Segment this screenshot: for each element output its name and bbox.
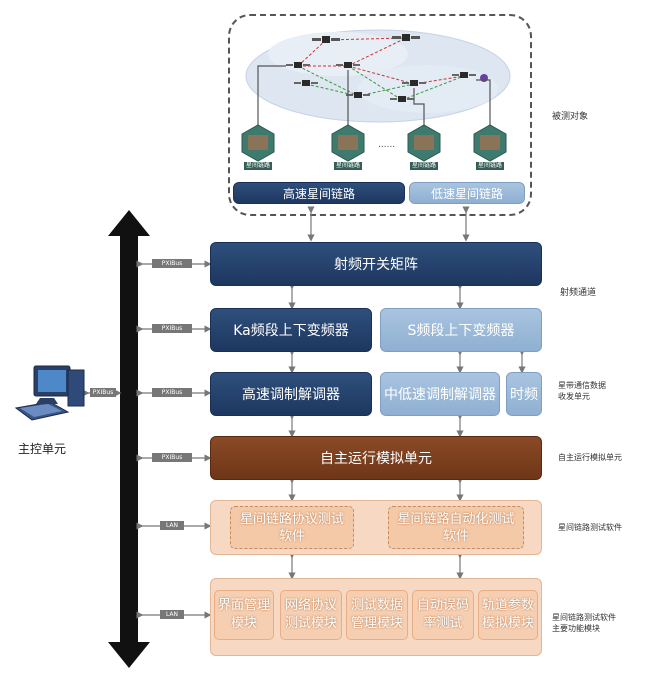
bus-tag: LAN xyxy=(160,610,184,619)
bit-error-rate-module: 自动误码 率测试 xyxy=(412,590,474,640)
satellite-label: 星间链路 xyxy=(334,162,362,170)
protocol-test-software: 星间链路协议测试 软件 xyxy=(230,506,354,549)
satellite-icon xyxy=(346,92,370,98)
network-protocol-module: 网络协议 测试模块 xyxy=(280,590,342,640)
satellite-network-diagram xyxy=(241,29,511,162)
bus-tag: LAN xyxy=(160,521,184,530)
automation-test-software: 星间链路自动化测试 软件 xyxy=(388,506,524,549)
satellite-label: 星间链路 xyxy=(244,162,272,170)
observed-object-label: 被测对象 xyxy=(552,112,589,122)
satellite-label: 星间链路 xyxy=(476,162,504,170)
satellite-icon xyxy=(294,80,318,86)
satellite-label: 星间链路 xyxy=(410,162,438,170)
rf-switch-matrix: 射频开关矩阵 xyxy=(210,242,542,286)
high-speed-link-bar: 高速星间链路 xyxy=(233,182,405,204)
autonomous-simulation-unit: 自主运行模拟单元 xyxy=(210,436,542,480)
low-speed-link-bar: 低速星间链路 xyxy=(409,182,525,204)
autonomous-label: 自主运行模拟单元 xyxy=(558,453,622,462)
bus-tag: PXIBus xyxy=(152,388,192,397)
payload-hexagon-icon xyxy=(407,124,441,162)
bus-tag: PXIBus xyxy=(152,453,192,462)
satellite-icon xyxy=(392,34,420,41)
payload-hexagon-icon xyxy=(241,124,275,162)
ui-management-module: 界面管理 模块 xyxy=(214,590,274,640)
orbit-parameter-module: 轨道参数 模拟模块 xyxy=(478,590,538,640)
main-control-label: 主控单元 xyxy=(18,442,67,456)
satellite-icon xyxy=(402,80,426,86)
clock-unit: 时频 xyxy=(506,372,542,416)
rf-channel-label: 射频通道 xyxy=(560,288,597,298)
medium-low-speed-modem: 中低速调制解调器 xyxy=(380,372,500,416)
baseband-label: 星带通信数据 收发单元 xyxy=(558,381,606,401)
bus-double-arrow xyxy=(108,210,150,668)
bus-tag: PXIBus xyxy=(152,259,192,268)
test-data-module: 测试数据 管理模块 xyxy=(346,590,408,640)
bus-tag: PXIBus xyxy=(152,324,192,333)
ellipsis: ...... xyxy=(378,140,396,150)
satellite-icon xyxy=(336,62,360,68)
satellite-icon xyxy=(312,36,340,43)
computer-icon xyxy=(14,365,85,421)
satellite-icon xyxy=(390,96,414,102)
payload-hexagon-icon xyxy=(473,124,507,162)
satellite-icon xyxy=(286,62,310,68)
high-speed-modem: 高速调制解调器 xyxy=(210,372,372,416)
modules-label: 星间链路测试软件 主要功能模块 xyxy=(552,613,616,633)
software-label: 星间链路测试软件 xyxy=(558,523,622,532)
main-control-bus-tag: PXIBus xyxy=(90,388,116,397)
satellite-icon xyxy=(452,72,476,78)
ka-band-converter: Ka频段上下变频器 xyxy=(210,308,372,352)
s-band-converter: S频段上下变频器 xyxy=(380,308,542,352)
payload-hexagon-icon xyxy=(331,124,365,162)
